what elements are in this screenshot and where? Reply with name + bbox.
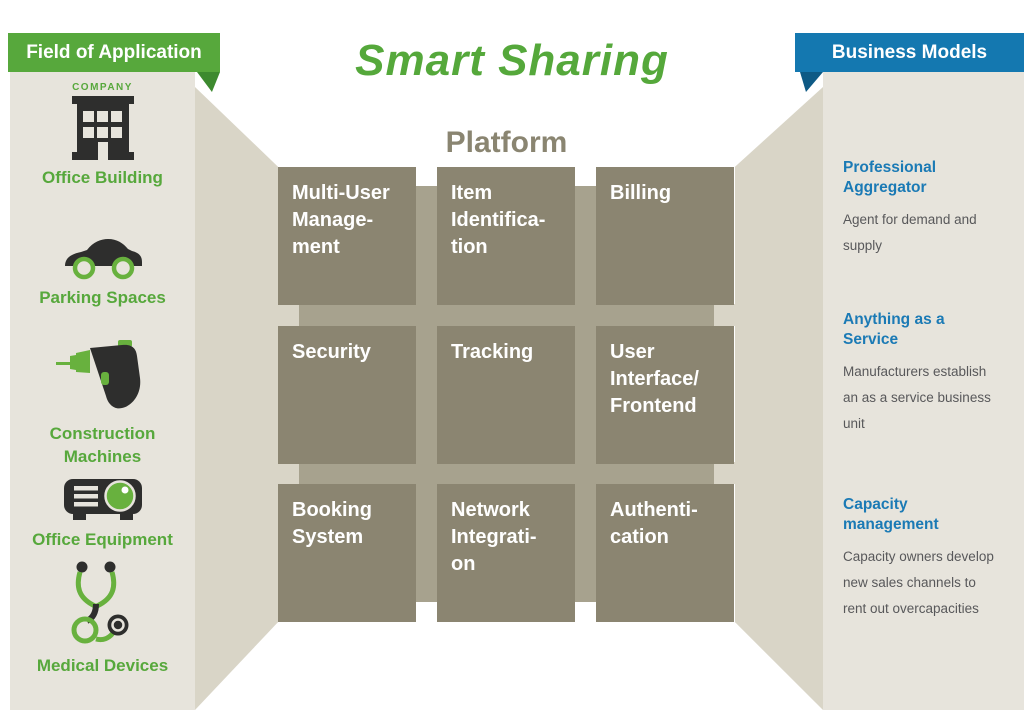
field-item-label: Medical Devices [36, 656, 169, 675]
business-model-heading: Professional Aggregator [843, 159, 937, 197]
module-network-integration: Network Integrati- on [437, 484, 575, 622]
field-of-application-header-label: Field of Application [26, 41, 202, 63]
car-icon [64, 239, 142, 280]
module-billing: Billing [596, 167, 734, 305]
field-item-medical-devices: Medical Devices [10, 560, 195, 678]
right-funnel-shape [735, 87, 823, 710]
business-model-capacity-management: Capacity management Capacity owners deve… [843, 495, 1018, 621]
business-models-panel: Professional Aggregator Agent for demand… [823, 72, 1024, 710]
business-model-description: Agent for demand and supply [843, 212, 977, 253]
page-title: Smart Sharing [355, 36, 669, 85]
field-of-application-panel: COMPANY Office Building Park [10, 72, 195, 710]
company-caption: COMPANY [72, 82, 133, 93]
stethoscope-icon [71, 561, 128, 644]
business-model-professional-aggregator: Professional Aggregator Agent for demand… [843, 158, 1018, 259]
platform-title: Platform [445, 126, 568, 159]
field-item-label: Construction Machines [49, 424, 156, 466]
field-item-label: Parking Spaces [39, 288, 166, 307]
left-funnel-shape [195, 87, 278, 710]
office-building-icon [71, 96, 134, 160]
field-item-label: Office Equipment [32, 530, 173, 549]
module-multi-user-management: Multi-User Manage- ment [278, 167, 416, 305]
module-user-interface-frontend: User Interface/ Frontend [596, 326, 734, 464]
projector-icon [63, 479, 142, 520]
business-model-heading: Anything as a Service [843, 311, 945, 349]
field-item-office-building: COMPANY Office Building [10, 82, 195, 190]
module-authentication: Authenti- cation [596, 484, 734, 622]
module-security: Security [278, 326, 416, 464]
field-of-application-header: Field of Application [8, 33, 220, 72]
field-item-office-equipment: Office Equipment [10, 474, 195, 552]
module-tracking: Tracking [437, 326, 575, 464]
business-models-header-label: Business Models [831, 41, 988, 63]
field-item-label: Office Building [42, 168, 163, 187]
business-model-heading: Capacity management [843, 496, 939, 534]
drill-icon [55, 340, 140, 409]
field-item-construction-machines: Construction Machines [10, 338, 195, 469]
module-item-identification: Item Identifica- tion [437, 167, 575, 305]
business-model-description: Capacity owners develop new sales channe… [843, 549, 994, 616]
business-model-anything-as-a-service: Anything as a Service Manufacturers esta… [843, 310, 1018, 436]
business-model-description: Manufacturers establish an as a service … [843, 364, 991, 431]
business-models-header: Business Models [795, 33, 1024, 72]
field-item-parking-spaces: Parking Spaces [10, 232, 195, 310]
module-booking-system: Booking System [278, 484, 416, 622]
